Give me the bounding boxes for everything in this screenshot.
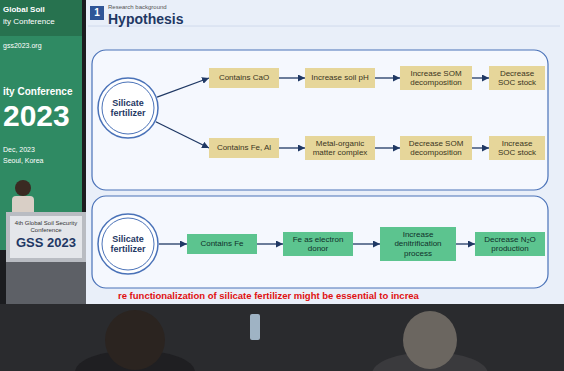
banner-text: ity Conference [3, 86, 72, 97]
slide-title: Hypothesis [108, 11, 183, 27]
banner-text: ity Conference [3, 18, 55, 27]
process-box: Fe as electron donor [283, 232, 353, 256]
source-circle: Silicate fertilizer [97, 213, 159, 275]
banner-place: Seoul, Korea [3, 157, 43, 165]
arrow-connector [279, 77, 305, 78]
circle-label: Silicate fertilizer [97, 98, 159, 119]
podium [6, 212, 86, 307]
arrow-connector [456, 243, 475, 244]
process-box: Decrease SOC stock [489, 66, 545, 90]
box-label: Increase SOM decomposition [403, 69, 469, 87]
process-box: Increase soil pH [305, 68, 375, 88]
arrow-connector [375, 77, 400, 78]
box-label: Fe as electron donor [286, 235, 350, 253]
audience-head [403, 311, 457, 369]
arrow-connector [353, 243, 380, 244]
arrow-connector [472, 77, 489, 78]
banner-year: 2023 [3, 99, 70, 132]
hypothesis-panel [92, 196, 548, 288]
projected-slide [86, 0, 564, 312]
box-label: Contains Fe [200, 239, 243, 248]
box-label: Metal-organic matter complex [308, 139, 372, 157]
process-box: Contains Fe, Al [209, 138, 279, 158]
circle-ring [98, 214, 158, 274]
process-box: Increase denitrification process [380, 227, 456, 261]
banner-band [0, 0, 82, 36]
water-bottle [250, 314, 260, 340]
arrow-connector [257, 243, 283, 244]
hypothesis-panel [92, 50, 548, 190]
process-box: Increase SOM decomposition [400, 66, 472, 90]
box-label: Contains CaO [219, 73, 269, 82]
audience-head [105, 310, 165, 370]
circle-ring [98, 78, 158, 138]
box-label: Contains Fe, Al [217, 143, 271, 152]
process-box: Metal-organic matter complex [305, 136, 375, 160]
arrow-connector [159, 243, 187, 244]
box-label: Decrease N₂O production [478, 235, 542, 253]
box-label: Decrease SOM decomposition [403, 139, 469, 157]
arrow-connector [472, 147, 489, 148]
section-name: Research background [108, 4, 167, 11]
banner-text: Global Soil [3, 6, 45, 15]
banner-date: Dec, 2023 [3, 146, 35, 154]
arrow-connector [375, 147, 400, 148]
box-label: Increase soil pH [311, 73, 368, 82]
arrow-connector [157, 78, 209, 97]
banner-url: gss2023.org [3, 42, 42, 50]
box-label: Increase SOC stock [492, 139, 542, 157]
box-label: Increase denitrification process [383, 230, 453, 258]
conclusion-note: re functionalization of silicate fertili… [118, 291, 419, 301]
podium-sign [10, 216, 82, 258]
process-box: Contains Fe [187, 234, 257, 254]
podium-logo: GSS 2023 [11, 236, 81, 250]
arrow-connector [279, 147, 305, 148]
box-label: Decrease SOC stock [492, 69, 542, 87]
podium-front [6, 262, 86, 307]
process-box: Decrease N₂O production [475, 232, 545, 256]
presenter-head [15, 180, 31, 196]
process-box: Contains CaO [209, 68, 279, 88]
podium-text: 4th Global Soil Security Conference [11, 220, 81, 233]
arrow-connector [156, 122, 209, 148]
process-box: Increase SOC stock [489, 136, 545, 160]
circle-label: Silicate fertilizer [97, 234, 159, 255]
section-number: 1 [90, 6, 104, 20]
process-box: Decrease SOM decomposition [400, 136, 472, 160]
source-circle: Silicate fertilizer [97, 77, 159, 139]
